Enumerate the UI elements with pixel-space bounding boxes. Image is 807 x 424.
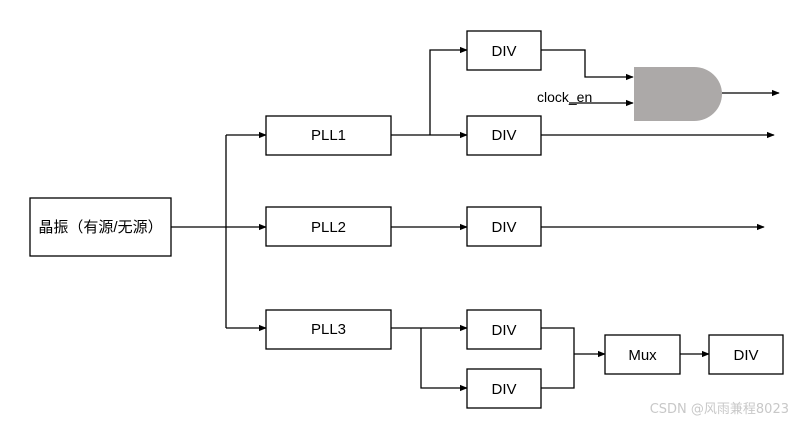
mux-label: Mux	[628, 347, 657, 364]
div2-label: DIV	[491, 127, 516, 144]
div5-box: DIV	[466, 368, 542, 409]
mux-box: Mux	[604, 334, 681, 375]
div3-label: DIV	[491, 219, 516, 236]
pll3-label: PLL3	[311, 321, 346, 338]
div4-box: DIV	[466, 309, 542, 350]
pll3-box: PLL3	[265, 309, 392, 350]
connection-wires	[171, 46, 780, 392]
div3-box: DIV	[466, 206, 542, 247]
wire-div1-to-gate	[541, 49, 634, 81]
div1-box: DIV	[466, 30, 542, 71]
div6-label: DIV	[733, 347, 758, 364]
div2-box: DIV	[466, 115, 542, 156]
pll2-label: PLL2	[311, 219, 346, 236]
wire-pll3-to-div5	[420, 328, 468, 392]
pll1-label: PLL1	[311, 127, 346, 144]
div1-label: DIV	[491, 43, 516, 60]
div6-box: DIV	[708, 334, 784, 375]
pll2-box: PLL2	[265, 206, 392, 247]
crystal-oscillator-box: 晶振（有源/无源）	[29, 197, 172, 257]
div4-label: DIV	[491, 322, 516, 339]
wire-pll1-to-div1	[429, 46, 468, 135]
wire-div-merge	[541, 327, 575, 389]
clock-en-label: clock_en	[537, 89, 592, 105]
div5-label: DIV	[491, 381, 516, 398]
crystal-oscillator-label: 晶振（有源/无源）	[38, 219, 162, 236]
watermark-text: CSDN @风雨兼程8023	[650, 402, 789, 417]
pll1-box: PLL1	[265, 115, 392, 156]
and-gate	[634, 67, 722, 121]
